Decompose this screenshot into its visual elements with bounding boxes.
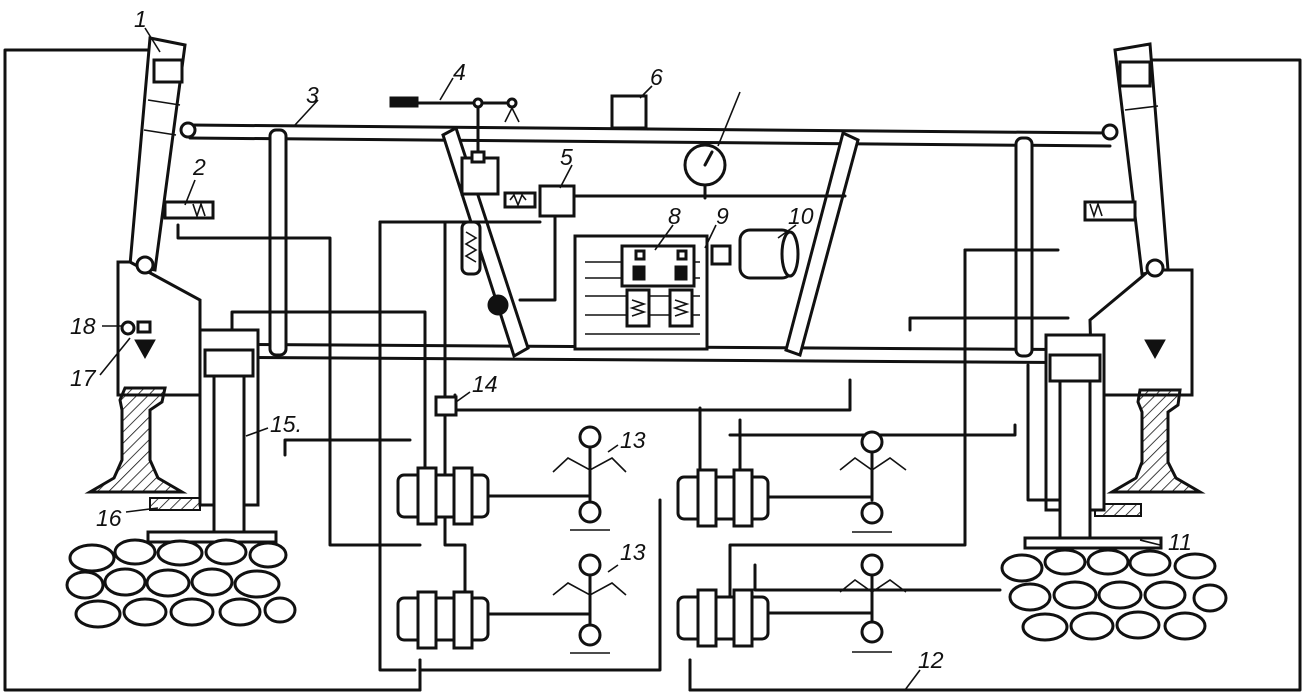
label-9: 9 [716,203,729,229]
label-11: 11 [1168,529,1192,555]
tamping-unit-upper-left [396,425,627,531]
pressure-gauge [683,143,727,200]
control-lever [389,96,520,157]
label-17: 17 [70,365,97,391]
callout-labels: 1 2 3 4 5 6 8 9 10 11 12 13 13 14 15. 16… [70,6,1192,673]
left-rail-jack [116,36,215,397]
label-13-lower: 13 [620,539,646,565]
leader-lines [99,27,1161,691]
label-15: 15. [270,411,302,437]
right-rail-jack [1083,42,1194,397]
lifting-columns [146,328,1163,550]
label-13-upper: 13 [620,427,646,453]
rails [84,386,1206,517]
label-1: 1 [134,6,147,32]
distributor-block [460,150,576,316]
tamping-unit-lower-left [396,553,627,654]
reservoir [610,94,648,130]
pump-unit [573,228,800,351]
label-3: 3 [306,82,319,108]
label-8: 8 [668,203,681,229]
label-18: 18 [70,313,96,339]
ballast-left [65,538,297,629]
label-14: 14 [472,371,498,397]
label-4: 4 [453,59,466,85]
valve-14 [434,395,458,417]
tamping-unit-lower-right [676,553,907,653]
label-16: 16 [96,505,122,531]
tamping-unit-upper-right [676,430,907,533]
label-5: 5 [560,144,573,170]
label-10: 10 [788,203,814,229]
label-2: 2 [192,154,206,180]
ballast-right [1000,548,1228,642]
label-12: 12 [918,647,944,673]
label-6: 6 [650,64,663,90]
